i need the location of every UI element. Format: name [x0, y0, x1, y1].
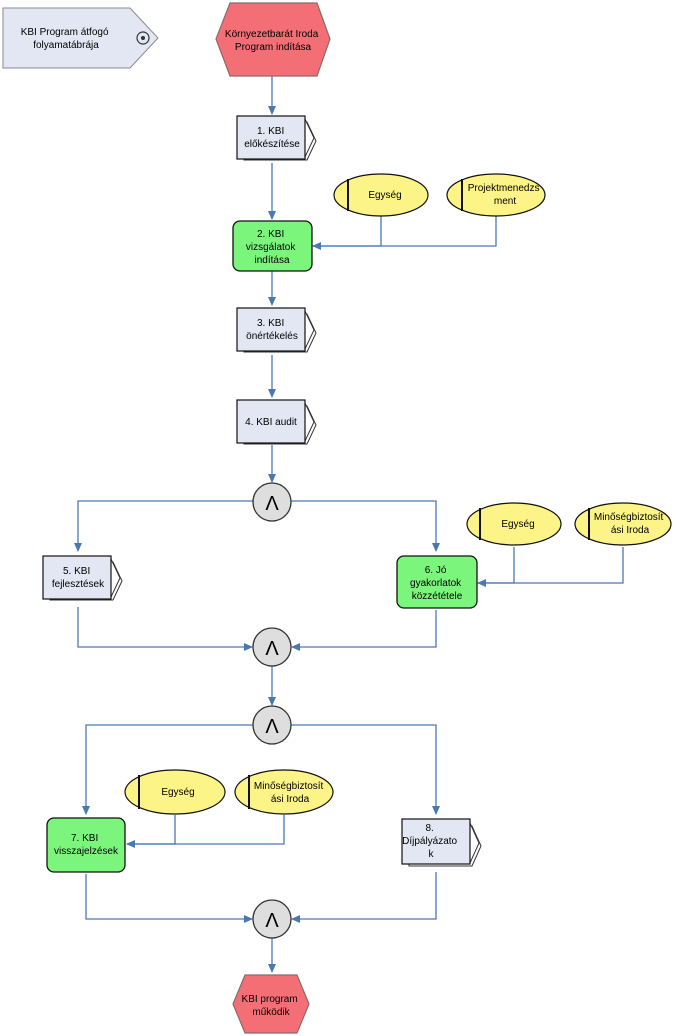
and-operator-3-symbol: Λ: [265, 716, 279, 738]
svg-text:KBI program működik: KBI program működik: [242, 994, 301, 1018]
process-p1-line-1: 1. KBI: [257, 126, 284, 137]
process-p3-line-2: önértékelés: [246, 331, 298, 342]
and-operator-4: Λ: [252, 899, 292, 939]
role-r3: Egység: [466, 502, 562, 546]
role-r1: Egység: [333, 173, 429, 217]
connector-r6-to-p7: [126, 815, 285, 848]
start-event-line-1: Környezetbarát Iroda: [225, 29, 319, 40]
process-p8-line-1: 8.: [425, 823, 433, 834]
connector-r1-to-p2: [313, 216, 382, 247]
role-r4-line-1: Minőségbiztosít: [594, 512, 664, 523]
process-p3: 3. KBI önértékelés: [236, 307, 317, 353]
role-r4-line-2: ási Iroda: [611, 525, 650, 536]
role-r3-line-1: Egység: [501, 519, 534, 530]
role-r6: Minőségbiztosít ási Iroda: [234, 769, 334, 815]
process-p6-line-1: 6. Jó: [425, 565, 447, 576]
process-p2-line-1: 2. KBI: [257, 229, 284, 240]
legend-line-1: KBI Program átfogó: [21, 27, 109, 38]
and-operator-3: Λ: [252, 705, 292, 745]
process-p4-line-1: 4. KBI audit: [245, 417, 297, 428]
svg-text:Projektmenedzs ment: Projektmenedzs ment: [468, 183, 542, 207]
process-p2-line-3: indítása: [254, 255, 289, 266]
role-r1-line-1: Egység: [368, 190, 401, 201]
process-p3-line-1: 3. KBI: [257, 318, 284, 329]
svg-text:Környezetbarát Iroda Pro: Környezetbarát Iroda Program indítása: [225, 29, 321, 53]
connector-p8-to-and4: [291, 872, 437, 923]
svg-text:1. KBI előkészítése: 1. KBI előkészítése: [244, 126, 300, 150]
connector-p7-to-and4: [85, 874, 253, 923]
process-p1-line-2: előkészítése: [244, 139, 300, 150]
and-operator-4-symbol: Λ: [265, 910, 279, 932]
process-p6-line-2: gyakorlatok: [410, 578, 462, 589]
process-p7-line-2: visszajelzések: [54, 846, 119, 857]
svg-text:6. Jó gyakorlatok: 6. Jó gyakorlatok közzététele: [410, 565, 464, 602]
role-r2-line-1: Projektmenedzs: [468, 183, 540, 194]
and-operator-1: Λ: [252, 482, 292, 522]
connector-and1-to-p6: [291, 500, 440, 552]
process-p8: 8. Díjpályázato k: [401, 818, 482, 867]
end-event-line-2: működik: [252, 1007, 290, 1018]
process-p6-line-3: közzététele: [412, 591, 463, 602]
and-operator-2: Λ: [252, 627, 292, 667]
svg-text:Minőségbiztosít ási Irod: Minőségbiztosít ási Iroda: [594, 512, 666, 536]
process-p8-line-2: Díjpályázato: [402, 836, 457, 847]
role-r2: Projektmenedzs ment: [446, 173, 546, 217]
start-event: Környezetbarát Iroda Program indítása: [215, 2, 331, 77]
connector-r5-to-p7: [127, 815, 176, 845]
connector-r3-to-p6: [478, 547, 515, 584]
connector-p5-to-and2: [77, 607, 253, 651]
svg-text:Minőségbiztosít ási Irod: Minőségbiztosít ási Iroda: [254, 781, 326, 805]
process-p2: 2. KBI vizsgálatok indítása: [232, 220, 313, 272]
process-p2-line-2: vizsgálatok: [246, 242, 296, 253]
svg-text:5. KBI fejlesztések: 5. KBI fejlesztések: [52, 566, 105, 590]
role-r5: Egység: [124, 769, 226, 815]
role-r2-line-2: ment: [494, 196, 516, 207]
connector-r4-to-p6: [477, 547, 624, 587]
and-operator-2-symbol: Λ: [265, 638, 279, 660]
connector-and3-to-p7: [82, 724, 254, 815]
process-p8-line-3: k: [429, 849, 435, 860]
svg-text:3. KBI önértékelés: 3. KBI önértékelés: [246, 318, 298, 342]
end-event-line-1: KBI program: [242, 994, 298, 1005]
svg-text:2. KBI vizsgálatok: 2. KBI vizsgálatok indítása: [246, 229, 298, 266]
process-p5-line-1: 5. KBI: [63, 566, 90, 577]
process-p5-line-2: fejlesztések: [52, 579, 105, 590]
start-event-line-2: Program indítása: [235, 42, 312, 53]
svg-text:Egység: Egység: [368, 190, 401, 201]
role-r6-line-2: ási Iroda: [271, 794, 310, 805]
legend-line-2: folyamatábrája: [33, 40, 99, 51]
process-p1: 1. KBI előkészítése: [236, 115, 317, 161]
connector-and3-to-p8: [291, 724, 440, 815]
role-r6-line-1: Minőségbiztosít: [254, 781, 324, 792]
svg-text:7. KBI visszajelzések: 7. KBI visszajelzések: [54, 833, 119, 857]
process-p4: 4. KBI audit: [236, 399, 317, 445]
target-icon: [136, 31, 150, 45]
role-r5-line-1: Egység: [161, 787, 194, 798]
process-p7-line-1: 7. KBI: [71, 833, 98, 844]
and-operator-1-symbol: Λ: [265, 493, 279, 515]
process-p7: 7. KBI visszajelzések: [46, 817, 126, 873]
svg-text:8. Díjpályázato k: 8. Díjpályázato k: [402, 823, 460, 860]
connector-and1-to-p5: [74, 500, 254, 552]
end-event: KBI program működik: [232, 974, 310, 1034]
legend-tag: KBI Program átfogó folyamatábrája: [2, 7, 159, 69]
process-p5: 5. KBI fejlesztések: [42, 555, 123, 601]
svg-text:4. KBI audit: 4. KBI audit: [245, 417, 297, 428]
connector-r2-to-p2: [312, 216, 497, 250]
role-r4: Minőségbiztosít ási Iroda: [574, 502, 672, 546]
connector-p6-to-and2: [291, 610, 437, 651]
process-p6: 6. Jó gyakorlatok közzététele: [396, 555, 478, 609]
svg-text:Egység: Egység: [501, 519, 534, 530]
connectors: [74, 76, 624, 973]
svg-text:KBI Program átfogó folya: KBI Program átfogó folyamatábrája: [21, 27, 112, 51]
svg-text:Egység: Egység: [161, 787, 194, 798]
